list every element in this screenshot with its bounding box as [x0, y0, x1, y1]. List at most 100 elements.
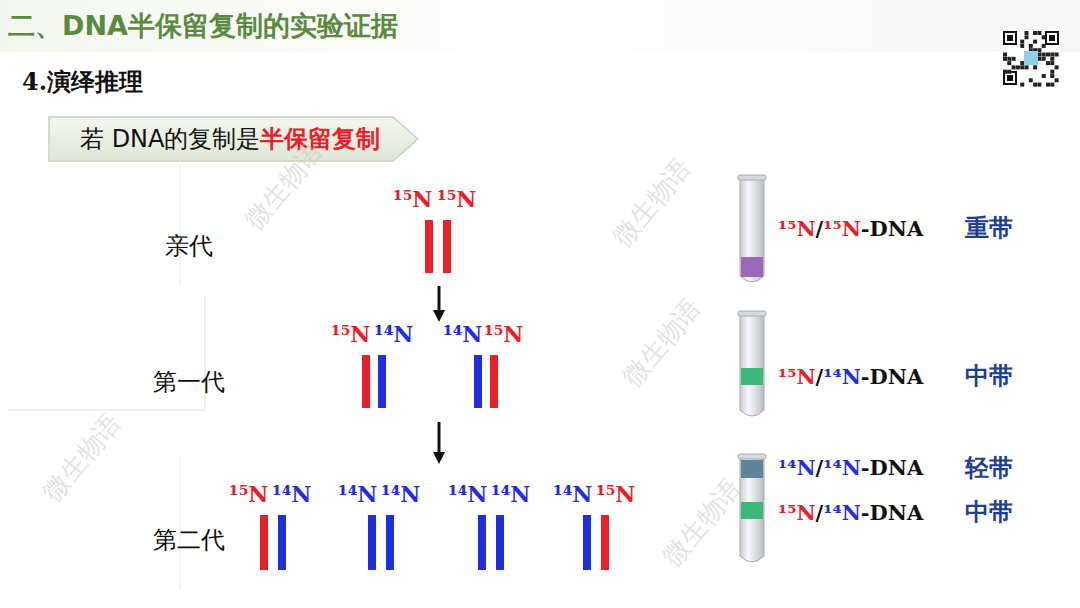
label-group: ¹⁴N	[381, 481, 420, 507]
qr-cell	[1042, 57, 1046, 61]
band-name: 重带	[965, 212, 1013, 244]
strand-label: ¹⁴N	[448, 481, 487, 507]
qr-cell	[1005, 73, 1015, 83]
dna-type: ¹⁴N	[823, 500, 861, 525]
qr-cell	[1049, 35, 1055, 41]
label-group: ¹⁵N	[229, 481, 268, 507]
label-group: ¹⁴N	[338, 481, 377, 507]
strand-label: ¹⁵N	[393, 186, 432, 212]
qr-cell	[1037, 31, 1041, 35]
banner-box: 若 DNA的复制是半保留复制	[48, 116, 419, 162]
watermark: 微生物语	[655, 471, 749, 573]
label-group: ¹⁵N/¹⁴N-DNA	[778, 364, 923, 389]
qr-cell	[1047, 33, 1057, 43]
qr-cell	[1007, 75, 1013, 81]
banner-text: 若 DNA的复制是	[80, 123, 260, 155]
qr-cell	[1050, 83, 1054, 87]
label-group: ¹⁵N	[331, 321, 370, 347]
strand-label: ¹⁴N	[443, 321, 482, 347]
qr-cell	[1046, 53, 1050, 57]
generation-label: 第二代	[153, 524, 225, 556]
qr-cell	[1033, 83, 1037, 87]
qr-cell	[1012, 57, 1016, 61]
dna-type: ¹⁵N	[778, 216, 816, 241]
qr-cell	[1003, 70, 1007, 74]
qr-cell	[1003, 53, 1007, 57]
dna-type: -DNA	[861, 500, 923, 525]
qr-cell	[1016, 65, 1020, 69]
qr-cell	[1050, 53, 1054, 57]
strand-label: ¹⁴N	[374, 321, 413, 347]
qr-cell	[1007, 61, 1011, 65]
test-tubes	[738, 175, 766, 562]
qr-cell	[1029, 78, 1033, 82]
label-group: ¹⁴N	[553, 481, 592, 507]
qr-cell	[1012, 65, 1016, 69]
label-group: ¹⁵N	[437, 186, 476, 212]
label-group: ¹⁵N	[596, 481, 635, 507]
watermark: 微生物语	[615, 291, 709, 393]
strand-label: ¹⁴N	[381, 481, 420, 507]
strand-label: ¹⁵N	[229, 481, 268, 507]
label-group: ¹⁴N/¹⁴N-DNA	[778, 455, 923, 480]
qr-cell	[1050, 57, 1054, 61]
qr-cell	[1050, 74, 1054, 78]
qr-cell	[1033, 65, 1037, 69]
dna-type: /	[816, 216, 824, 241]
qr-code	[1002, 30, 1060, 87]
qr-cell	[1050, 70, 1054, 74]
qr-cell	[1055, 78, 1059, 82]
label-group: ¹⁵N/¹⁵N-DNA	[778, 216, 923, 241]
qr-cell	[1020, 61, 1024, 65]
strand-label: ¹⁴N	[272, 481, 311, 507]
dna-type: -DNA	[861, 455, 923, 480]
label-group: 亲代	[165, 230, 213, 262]
label-group: 第一代	[153, 366, 225, 398]
qr-cell	[1042, 74, 1046, 78]
qr-cell	[1042, 53, 1046, 57]
qr-cell	[1033, 31, 1037, 35]
strand-label: ¹⁵N	[437, 186, 476, 212]
dna-type: /	[816, 455, 824, 480]
qr-cell	[1024, 51, 1038, 65]
qr-cell	[1055, 53, 1059, 57]
label-group: ¹⁴N	[272, 481, 311, 507]
label-group: 轻带	[965, 452, 1013, 484]
qr-cell	[1037, 83, 1041, 87]
qr-cell	[1007, 35, 1013, 41]
dna-type: /	[816, 364, 824, 389]
qr-cell	[1003, 57, 1007, 61]
watermark: 微生物语	[35, 406, 129, 508]
qr-cell	[1029, 44, 1033, 48]
qr-cell	[1042, 44, 1046, 48]
qr-cell	[1020, 65, 1024, 69]
strand-label: ¹⁵N	[596, 481, 635, 507]
qr-cell	[1042, 35, 1046, 39]
banner-outline	[49, 117, 418, 161]
qr-cell	[1046, 61, 1050, 65]
label-group: ¹⁴N	[491, 481, 530, 507]
dna-type: ¹⁵N	[778, 364, 816, 389]
label-group: ¹⁴N	[374, 321, 413, 347]
qr-cell	[1003, 31, 1017, 45]
label-group: ¹⁴N	[448, 481, 487, 507]
strand-label: ¹⁵N	[484, 321, 523, 347]
strand-label: ¹⁴N	[338, 481, 377, 507]
page-title: 二、DNA半保留复制的实验证据	[8, 8, 398, 44]
qr-cell	[1020, 40, 1024, 44]
qr-cell	[1007, 57, 1011, 61]
qr-cell	[1005, 33, 1015, 43]
qr-cell	[1020, 83, 1024, 87]
qr-cell	[1045, 31, 1059, 45]
generation-label: 亲代	[165, 230, 213, 262]
dna-type: /	[816, 500, 824, 525]
label-group: 重带	[965, 212, 1013, 244]
dna-type: ¹⁴N	[823, 455, 861, 480]
generation-label: 第一代	[153, 366, 225, 398]
strand-label: ¹⁴N	[553, 481, 592, 507]
section-subtitle: 4.演绎推理	[22, 66, 143, 98]
dna-type: -DNA	[861, 364, 923, 389]
dna-type: ¹⁵N	[823, 216, 861, 241]
qr-cell	[1025, 35, 1029, 39]
qr-cell	[1055, 65, 1059, 69]
